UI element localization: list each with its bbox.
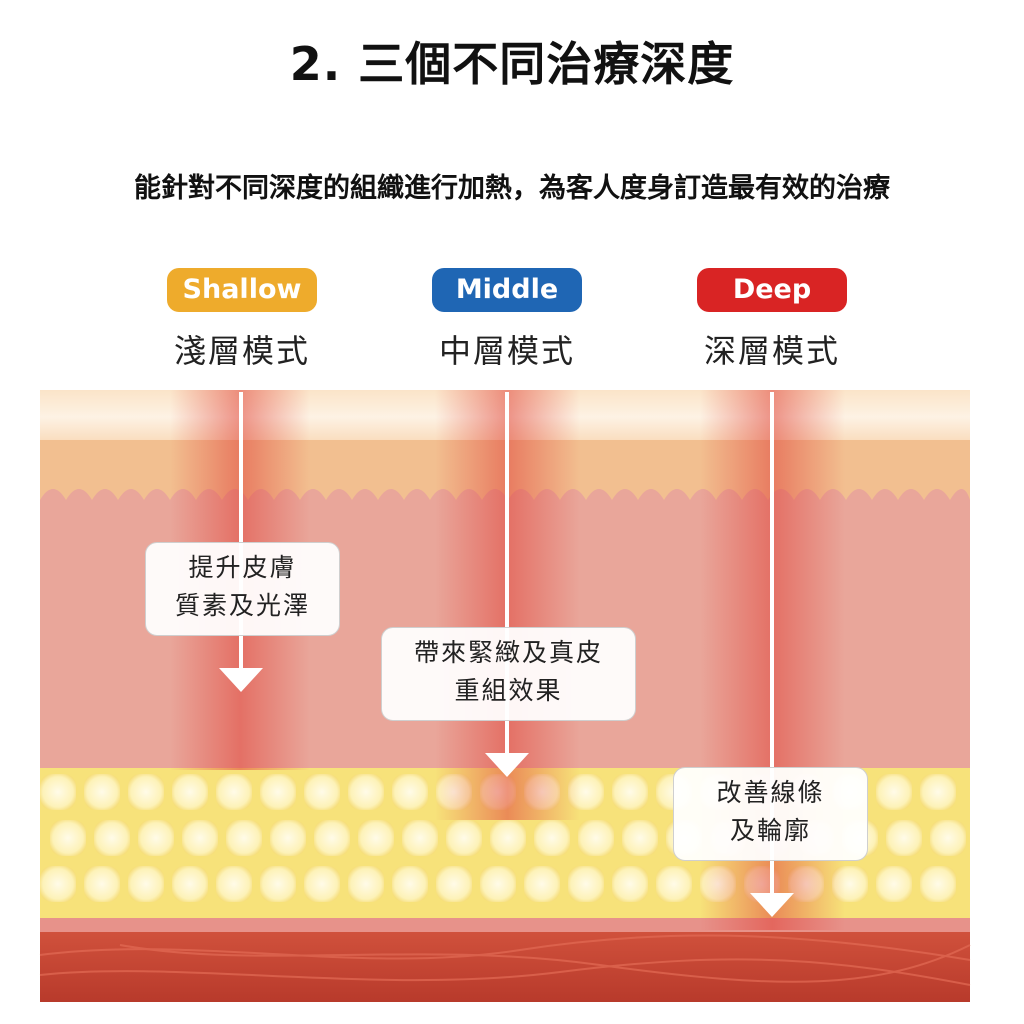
page-subtitle: 能針對不同深度的組織進行加熱，為客人度身訂造最有效的治療	[134, 173, 890, 204]
callout-middle: 帶來緊緻及真皮 重組效果	[381, 627, 636, 721]
fat-cell	[216, 774, 252, 810]
fat-cell	[138, 820, 174, 856]
mode-shallow: Shallow 淺層模式	[167, 268, 317, 372]
mode-deep: Deep 深層模式	[697, 268, 847, 372]
fat-cell	[358, 820, 394, 856]
fat-cell	[172, 866, 208, 902]
fat-cell	[524, 866, 560, 902]
fat-cell	[446, 820, 482, 856]
callout-middle-line1: 帶來緊緻及真皮	[413, 638, 603, 667]
callout-shallow-line1: 提升皮膚	[188, 553, 297, 582]
deep-badge: Deep	[697, 268, 847, 312]
callout-deep-line2: 及輪廓	[729, 816, 811, 845]
muscle-layer	[40, 932, 970, 1002]
arrow-head-middle	[485, 753, 529, 777]
fat-cell	[260, 774, 296, 810]
fat-cell	[436, 866, 472, 902]
fat-cell	[622, 820, 658, 856]
middle-badge: Middle	[432, 268, 582, 312]
arrow-head-deep	[750, 893, 794, 917]
fat-cell	[260, 866, 296, 902]
fat-cell	[40, 774, 76, 810]
fat-cell	[172, 774, 208, 810]
mode-middle: Middle 中層模式	[432, 268, 582, 372]
callout-deep: 改善線條 及輪廓	[673, 767, 868, 861]
fat-cell	[314, 820, 350, 856]
fat-cell	[876, 774, 912, 810]
fat-cell	[348, 774, 384, 810]
fat-cell	[40, 866, 76, 902]
fat-cell	[84, 866, 120, 902]
fat-cell	[392, 774, 428, 810]
fat-cell	[226, 820, 262, 856]
fat-cell	[182, 820, 218, 856]
callout-middle-line2: 重組效果	[454, 676, 563, 705]
fat-cell	[578, 820, 614, 856]
fat-cell	[656, 866, 692, 902]
fat-cell	[490, 820, 526, 856]
fat-cell	[304, 866, 340, 902]
fat-cell	[876, 866, 912, 902]
fat-cell	[348, 866, 384, 902]
fat-cell	[920, 774, 956, 810]
fat-cell	[930, 820, 966, 856]
arrow-head-shallow	[219, 668, 263, 692]
fat-cell	[480, 866, 516, 902]
deep-mode-label: 深層模式	[703, 332, 840, 370]
fat-cell	[402, 820, 438, 856]
fat-cell	[84, 774, 120, 810]
shallow-badge: Shallow	[167, 268, 317, 312]
fat-cell	[534, 820, 570, 856]
middle-mode-label: 中層模式	[438, 332, 575, 370]
callout-shallow: 提升皮膚 質素及光澤	[145, 542, 340, 636]
fat-cell	[920, 866, 956, 902]
fat-cell	[128, 774, 164, 810]
fat-cell	[612, 774, 648, 810]
fat-cell	[304, 774, 340, 810]
shallow-mode-label: 淺層模式	[173, 332, 310, 370]
fat-cell	[94, 820, 130, 856]
fat-cell	[612, 866, 648, 902]
muscle-fibers	[39, 934, 971, 986]
fat-cell	[128, 866, 164, 902]
fat-cell	[50, 820, 86, 856]
page-title: 2. 三個不同治療深度	[289, 37, 735, 91]
fat-cell	[216, 866, 252, 902]
fat-cell	[270, 820, 306, 856]
callout-deep-line1: 改善線條	[716, 778, 825, 807]
fat-cell	[568, 866, 604, 902]
callout-shallow-line2: 質素及光澤	[174, 591, 310, 620]
fat-cell	[392, 866, 428, 902]
fat-cell	[886, 820, 922, 856]
